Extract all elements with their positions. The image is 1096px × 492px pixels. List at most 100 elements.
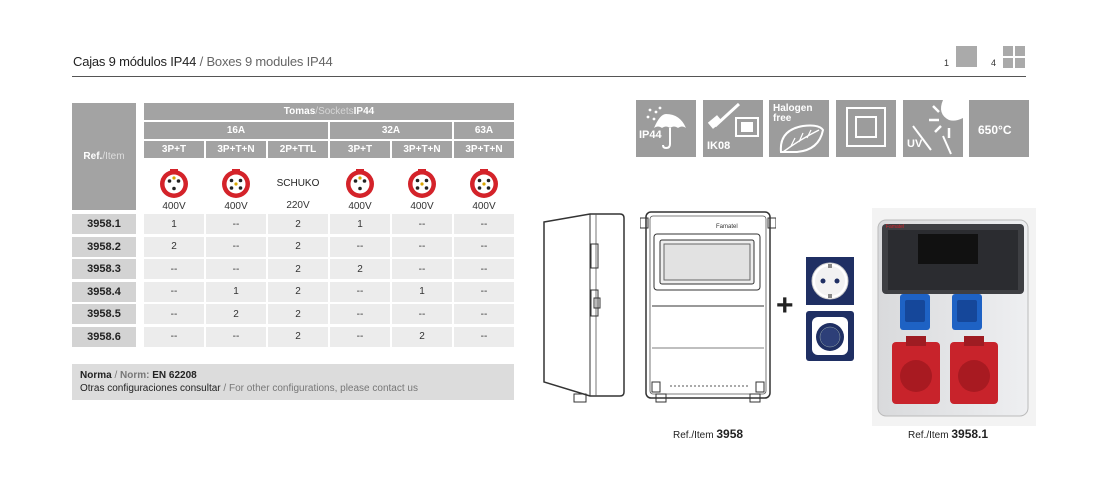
table-cell: -- — [144, 304, 204, 324]
voltage-label: 400V — [224, 201, 248, 212]
table-cell: -- — [454, 236, 514, 257]
current-header-2: 63A — [454, 122, 514, 139]
umbrella-icon — [646, 106, 686, 150]
plug-3ptn-icon — [408, 169, 436, 198]
table-cell: -- — [454, 304, 514, 324]
column-header: 3P+T — [330, 141, 390, 158]
box-assembled-photo: Famatel — [872, 208, 1036, 426]
column-header: 3P+T+N — [206, 141, 266, 158]
table-cell: 2 — [268, 259, 328, 279]
table-cell: -- — [454, 326, 514, 347]
page-title: Cajas 9 módulos IP44 / Boxes 9 modules I… — [73, 54, 333, 69]
table-row-ref: 3958.3 — [72, 259, 136, 279]
table-cell: -- — [454, 259, 514, 279]
voltage-label: 400V — [410, 201, 434, 212]
plug-3ptn-icon — [222, 169, 250, 198]
table-cell: -- — [392, 236, 452, 257]
table-cell: 2 — [268, 326, 328, 347]
double-square-icon — [846, 107, 886, 147]
table-cell: -- — [330, 236, 390, 257]
schuko-socket-icon — [806, 257, 854, 305]
table-cell: -- — [144, 281, 204, 302]
caption-right: Ref./Item 3958.1 — [908, 427, 989, 441]
svg-text:Famatel: Famatel — [886, 224, 904, 230]
table-cell: -- — [392, 214, 452, 234]
current-header-1: 32A — [330, 122, 452, 139]
socket-cell: 400V — [206, 160, 266, 212]
page-1-square-icon — [956, 46, 977, 67]
table-cell: 2 — [392, 326, 452, 347]
table-cell: -- — [392, 259, 452, 279]
table-row-ref: 3958.5 — [72, 304, 136, 324]
heat-650-badge: 650°C — [969, 100, 1029, 157]
ref-item-header: Ref. / Item — [72, 103, 136, 210]
plus-sign: + — [776, 289, 794, 322]
table-cell: -- — [144, 259, 204, 279]
table-cell: 1 — [206, 281, 266, 302]
column-header: 3P+T+N — [392, 141, 452, 158]
current-header-0: 16A — [144, 122, 328, 139]
table-cell: -- — [206, 326, 266, 347]
socket-cell: 400V — [454, 160, 514, 212]
ip44-badge: IP44 — [636, 100, 696, 157]
column-header: 3P+T — [144, 141, 204, 158]
table-cell: 1 — [330, 214, 390, 234]
caption-left: Ref./Item 3958 — [673, 427, 744, 441]
plug-3ptn-icon — [470, 169, 498, 198]
table-cell: -- — [206, 259, 266, 279]
sockets-group-header: Tomas / Sockets IP44 — [144, 103, 514, 120]
table-cell: -- — [330, 326, 390, 347]
table-cell: -- — [330, 304, 390, 324]
table-cell: 2 — [330, 259, 390, 279]
table-row-ref: 3958.4 — [72, 281, 136, 302]
halogen-free-badge: Halogen free — [769, 100, 829, 157]
voltage-label: 220V — [286, 200, 310, 211]
table-cell: -- — [206, 236, 266, 257]
table-cell: 2 — [268, 281, 328, 302]
voltage-label: 400V — [162, 201, 186, 212]
table-cell: 2 — [268, 304, 328, 324]
schuko-label: SCHUKO — [276, 178, 320, 189]
socket-cell: 400V — [144, 160, 204, 212]
title-es: Cajas 9 módulos IP44 — [73, 54, 197, 69]
double-insulation-badge — [836, 100, 896, 157]
table-cell: 1 — [392, 281, 452, 302]
voltage-label: 400V — [472, 201, 496, 212]
schuko-socket-cover-icon — [806, 311, 854, 361]
table-row-ref: 3958.1 — [72, 214, 136, 234]
box-front-view-drawing: Famatel — [640, 211, 776, 403]
header-divider — [72, 76, 1026, 77]
ik08-badge: IK08 — [703, 100, 763, 157]
sun-icon — [912, 100, 963, 155]
table-cell: 2 — [144, 236, 204, 257]
voltage-label: 400V — [348, 201, 372, 212]
svg-text:Famatel: Famatel — [716, 224, 738, 230]
norm-note: Norma / Norm: EN 62208 Otras configuraci… — [72, 364, 514, 400]
table-cell: -- — [392, 304, 452, 324]
table-row-ref: 3958.6 — [72, 326, 136, 347]
socket-cell: SCHUKO 220V — [268, 160, 328, 212]
table-cell: 2 — [268, 214, 328, 234]
column-header: 2P+TTL — [268, 141, 328, 158]
table-cell: 2 — [206, 304, 266, 324]
table-cell: -- — [454, 214, 514, 234]
title-en: Boxes 9 modules IP44 — [206, 54, 333, 69]
box-side-view-drawing — [543, 213, 625, 403]
table-cell: -- — [330, 281, 390, 302]
table-cell: 1 — [144, 214, 204, 234]
table-cell: -- — [206, 214, 266, 234]
page-number-1: 1 — [944, 58, 950, 68]
table-cell: -- — [144, 326, 204, 347]
table-row-ref: 3958.2 — [72, 236, 136, 257]
uv-badge: UV — [903, 100, 963, 157]
socket-cell: 400V — [392, 160, 452, 212]
table-cell: 2 — [268, 236, 328, 257]
hammer-icon — [707, 102, 759, 137]
leaf-icon — [779, 124, 825, 153]
plug-3pt-icon — [346, 169, 374, 198]
plug-3pt-icon — [160, 169, 188, 198]
table-cell: -- — [454, 281, 514, 302]
column-header: 3P+T+N — [454, 141, 514, 158]
page-number-4: 4 — [991, 58, 997, 68]
socket-cell: 400V — [330, 160, 390, 212]
